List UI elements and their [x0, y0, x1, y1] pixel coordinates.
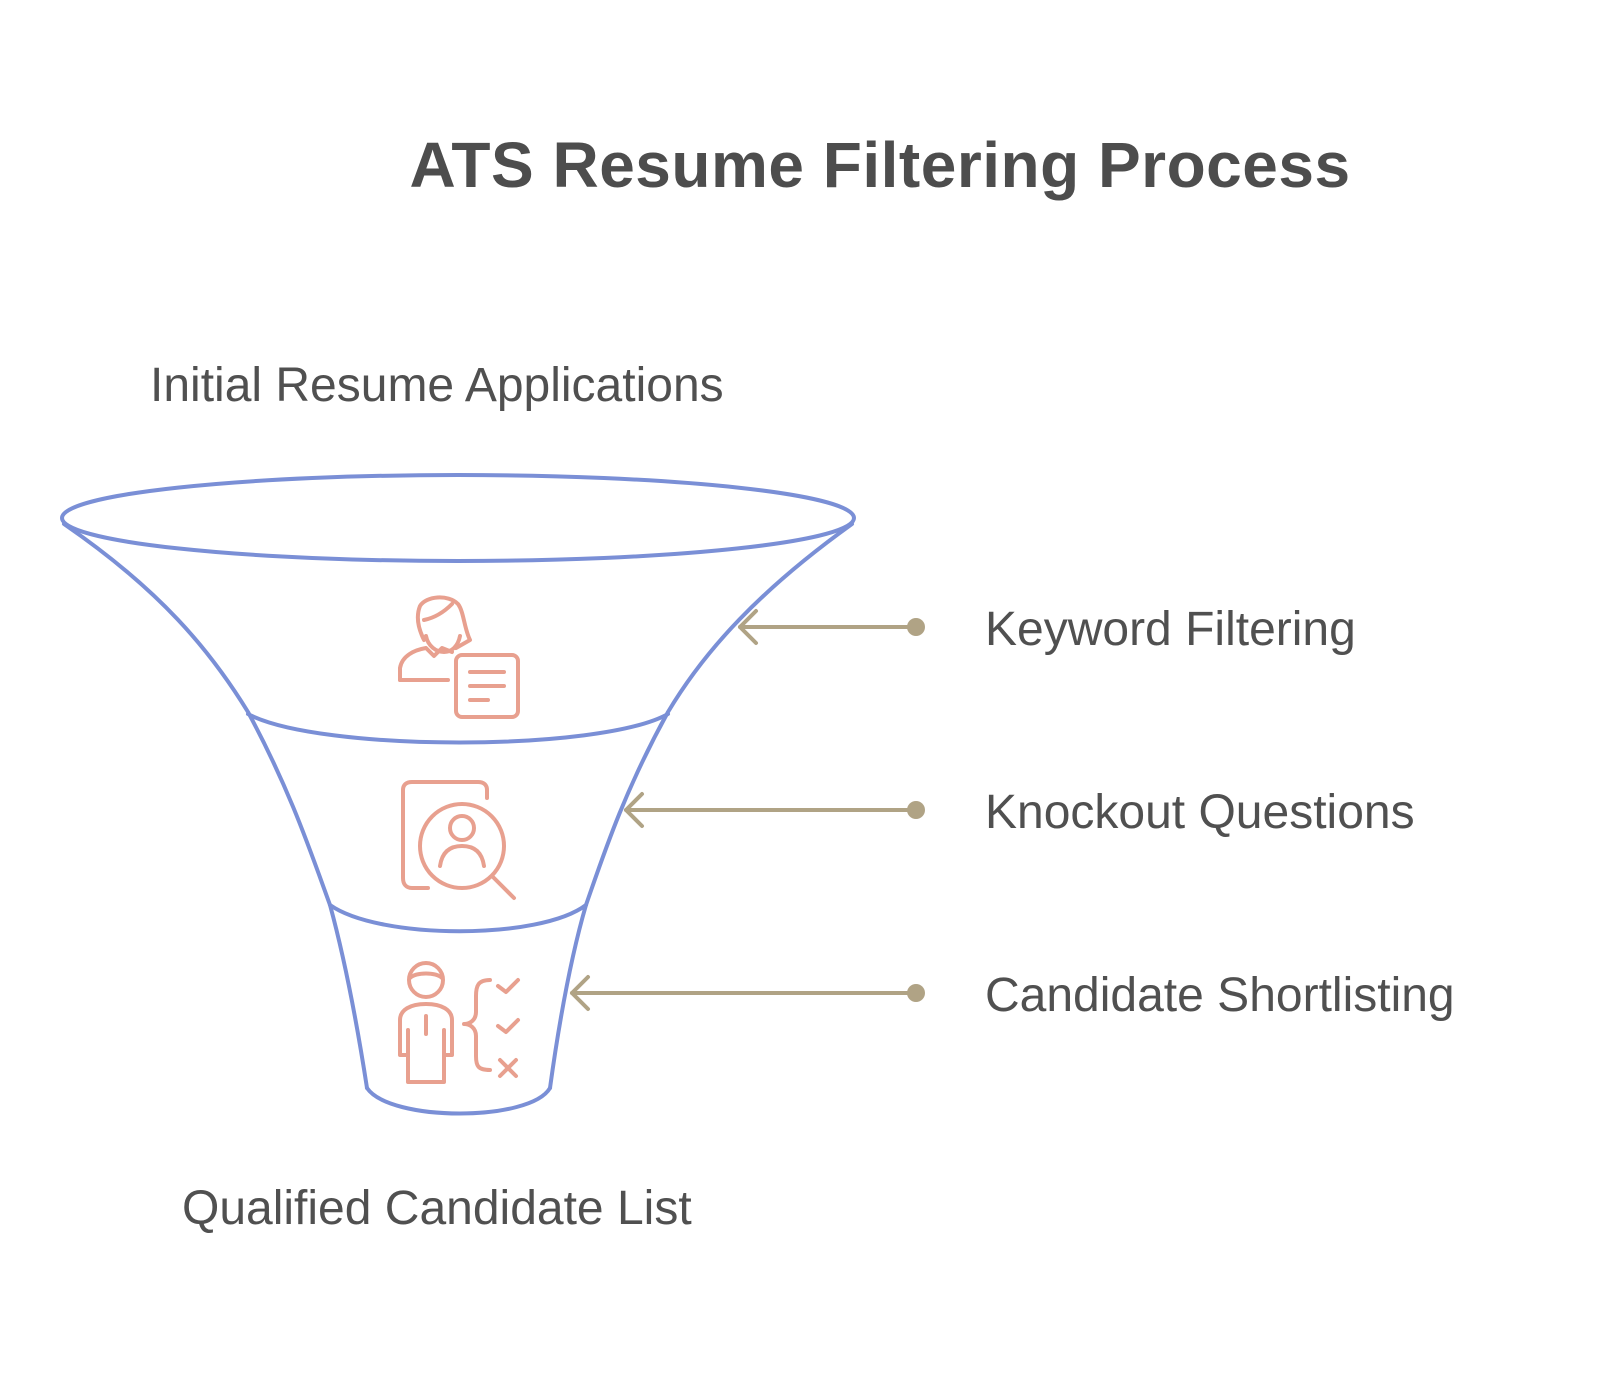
person-checklist-icon — [398, 961, 520, 1084]
connector-dot — [907, 801, 925, 819]
funnel-bottom — [365, 1086, 552, 1116]
connector-arrow-knockout-questions — [624, 792, 925, 828]
connector-arrow-keyword-filtering — [738, 609, 925, 645]
funnel-right-side — [548, 522, 854, 1090]
funnel-input-label: Initial Resume Applications — [150, 359, 724, 412]
funnel-output-label: Qualified Candidate List — [182, 1182, 692, 1235]
connector-arrow-candidate-shortlisting — [570, 975, 925, 1011]
connector-dot — [907, 984, 925, 1002]
funnel-rim — [60, 473, 856, 563]
funnel-divider-2 — [328, 903, 588, 934]
diagram-title: ATS Resume Filtering Process — [409, 129, 1351, 201]
stage-label-keyword-filtering: Keyword Filtering — [985, 603, 1356, 656]
profile-search-icon — [401, 780, 516, 900]
funnel-left-side — [62, 522, 369, 1090]
connector-dot — [907, 618, 925, 636]
stage-label-knockout-questions: Knockout Questions — [985, 786, 1415, 839]
stage-label-candidate-shortlisting: Candidate Shortlisting — [985, 969, 1455, 1022]
funnel-outline — [60, 473, 856, 1116]
person-with-document-icon — [398, 595, 520, 719]
funnel-divider-1 — [246, 712, 670, 745]
